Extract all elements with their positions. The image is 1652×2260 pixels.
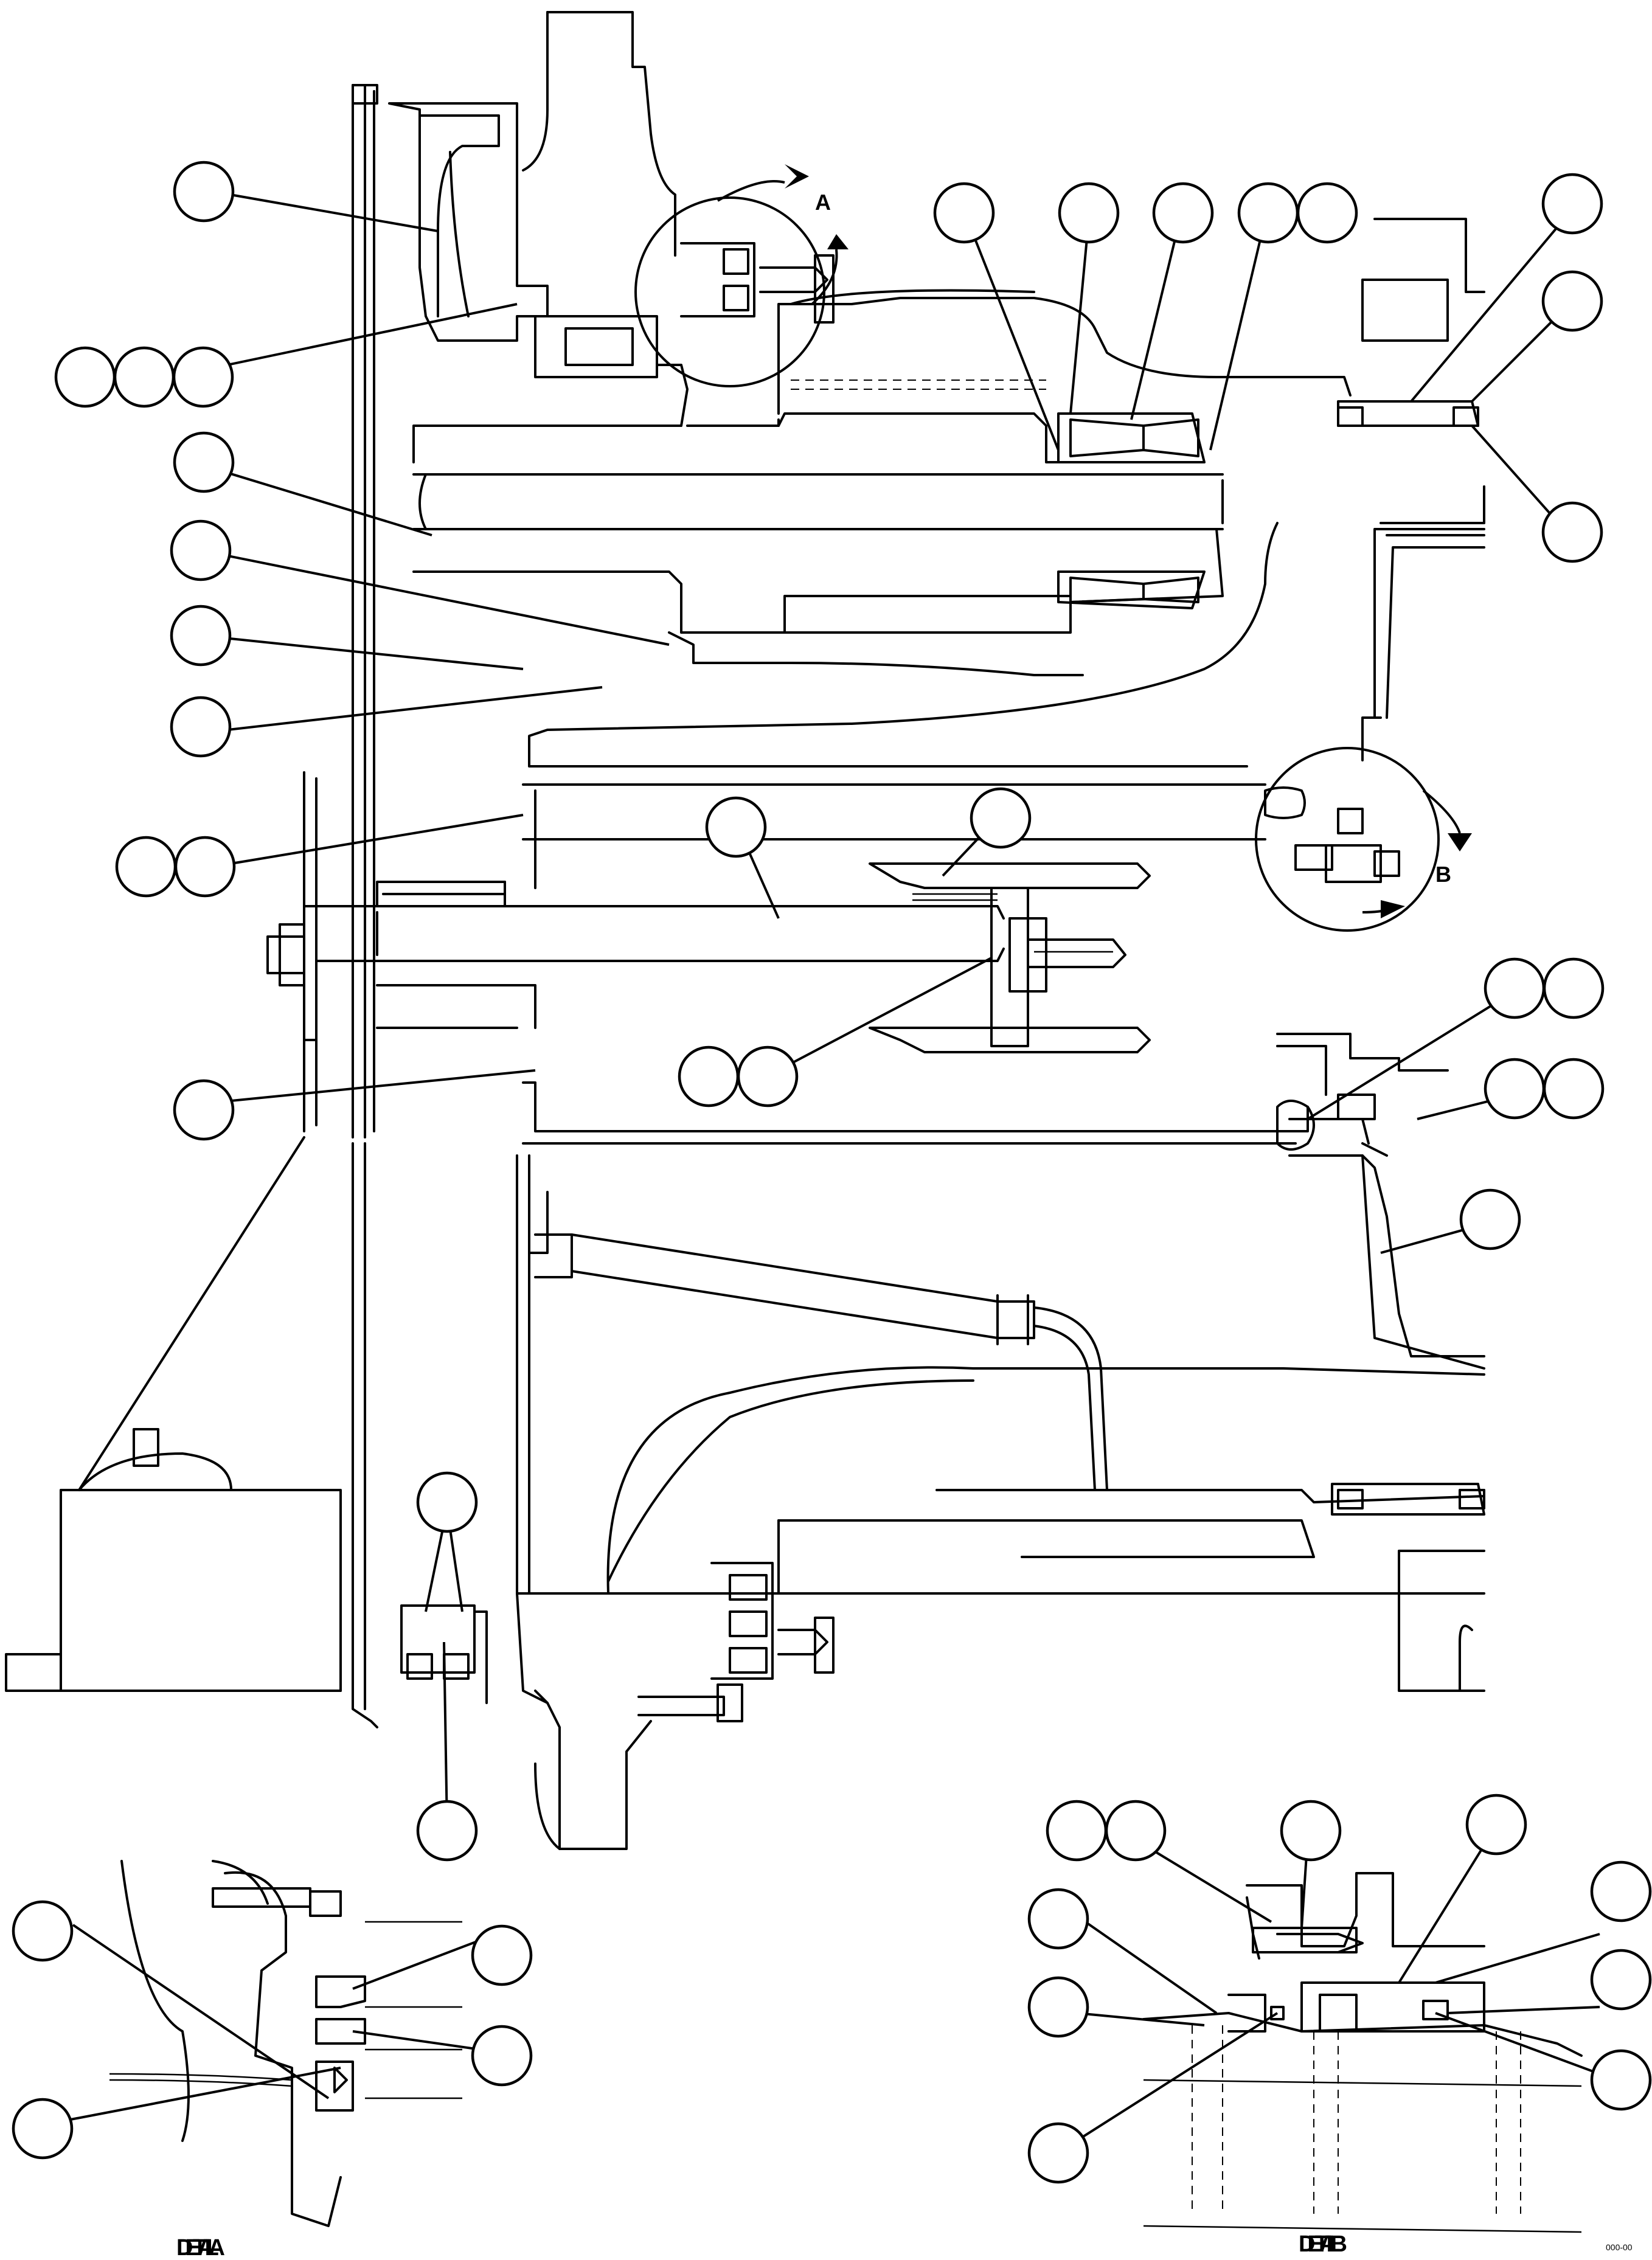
callout-balloon xyxy=(1541,501,1603,563)
callout-balloon xyxy=(1105,1800,1167,1862)
callout-balloon xyxy=(12,1900,74,1962)
callout-balloon xyxy=(1590,1860,1652,1922)
callout-balloon xyxy=(678,1045,740,1107)
callout-balloon xyxy=(1152,182,1214,244)
detail-b-section: DETAIL B 000-00 xyxy=(1027,1794,1652,2257)
callout-balloon xyxy=(173,161,235,223)
callout-balloon xyxy=(1237,182,1299,244)
view-b-marker: B xyxy=(1435,862,1451,887)
callout-balloons-main xyxy=(54,161,1605,1862)
callout-balloon xyxy=(12,2098,74,2160)
callout-balloon xyxy=(1027,1888,1089,1950)
callout-balloon xyxy=(1027,2122,1089,2184)
callout-balloon xyxy=(1058,182,1120,244)
callout-balloon xyxy=(1484,1058,1546,1120)
callout-balloon xyxy=(705,796,767,858)
spindle-dashed-hidden-line xyxy=(791,380,1046,390)
callout-balloon xyxy=(1543,957,1605,1019)
detail-b-view-circle: B xyxy=(1255,747,1472,932)
callout-balloon xyxy=(174,836,236,898)
detail-a-section: DETAIL A xyxy=(12,1860,533,2260)
callout-balloon xyxy=(115,836,177,898)
callout-balloon xyxy=(1541,173,1603,235)
callout-balloon xyxy=(416,1471,478,1533)
callout-balloon xyxy=(471,1924,533,1986)
lower-brake-assembly xyxy=(637,1562,835,1722)
callout-balloon xyxy=(170,696,232,758)
callout-balloon xyxy=(173,1079,235,1141)
callout-balloon xyxy=(172,346,234,408)
view-a-marker: A xyxy=(815,190,831,215)
callout-balloon xyxy=(1027,1976,1089,2038)
callout-balloon xyxy=(54,346,116,408)
callout-balloon xyxy=(1590,2049,1652,2111)
callout-balloon xyxy=(970,787,1032,849)
callout-balloon xyxy=(1046,1800,1108,1862)
callout-balloon xyxy=(1484,957,1546,1019)
callout-balloon xyxy=(113,346,175,408)
callout-balloon xyxy=(416,1800,478,1862)
detail-a-view-circle: A xyxy=(634,164,849,387)
callout-balloon xyxy=(471,2025,533,2087)
callout-balloon xyxy=(1590,1949,1652,2011)
callout-balloon xyxy=(1296,182,1358,244)
callout-balloon xyxy=(1459,1188,1521,1250)
callout-balloon xyxy=(170,605,232,667)
callout-balloon xyxy=(173,431,235,493)
callout-balloon xyxy=(170,519,232,581)
lower-seals xyxy=(1276,1100,1485,1516)
callout-balloon xyxy=(1543,1058,1605,1120)
callout-balloon xyxy=(737,1045,799,1107)
detail-b-title: DETAIL B xyxy=(1299,2231,1347,2257)
callout-balloon xyxy=(933,182,995,244)
tapered-roller-bearings xyxy=(1057,218,1485,609)
housing-outline xyxy=(5,11,1485,1850)
callout-balloon xyxy=(1280,1800,1342,1862)
detail-a-title: DETAIL A xyxy=(176,2235,225,2260)
callout-balloon xyxy=(1465,1794,1527,1856)
drawing-code: 000-00 xyxy=(1606,2242,1633,2252)
callout-balloon xyxy=(1541,270,1603,332)
